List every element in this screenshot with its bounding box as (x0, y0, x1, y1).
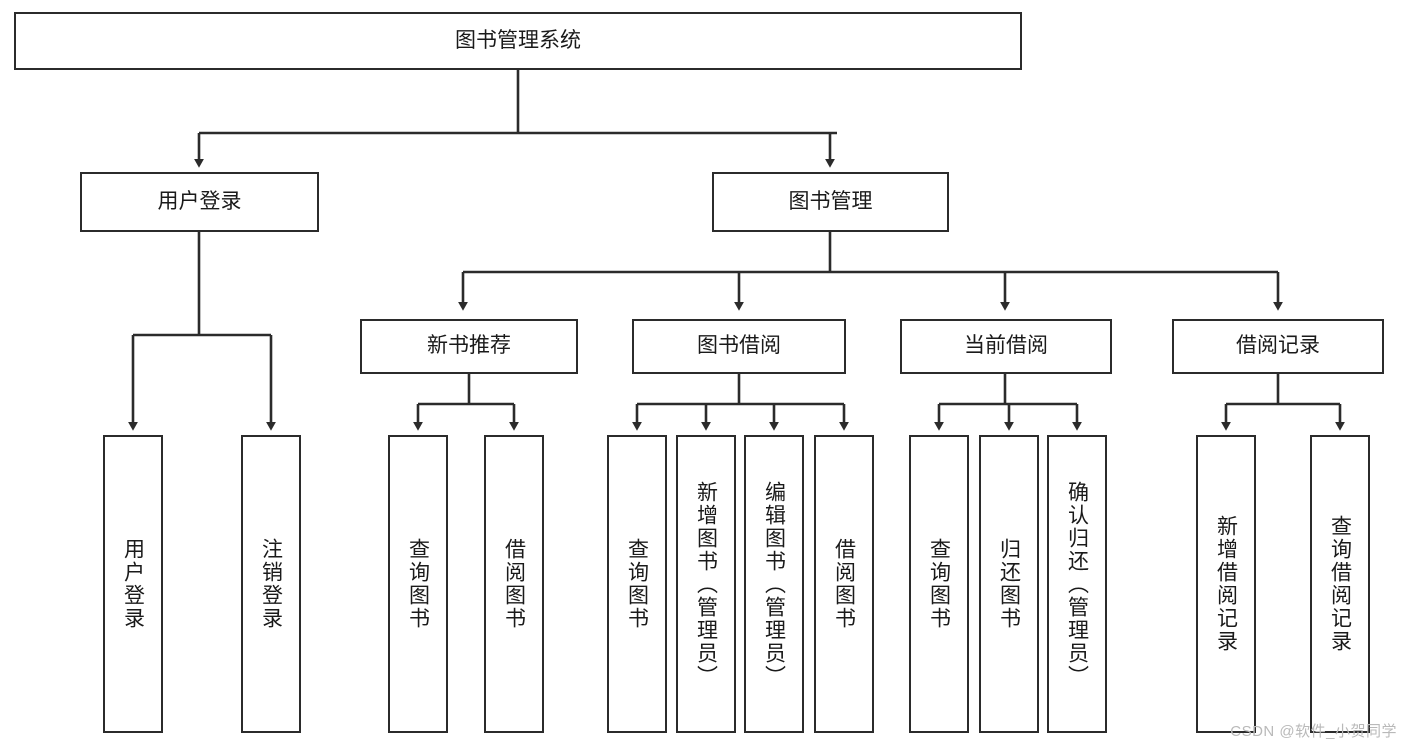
node-user-login[interactable]: 用户登录 (80, 172, 319, 232)
node-label: 查询借阅记录 (1328, 515, 1352, 653)
node-current-borrow[interactable]: 当前借阅 (900, 319, 1112, 374)
node-label: 图书借阅 (697, 334, 781, 358)
leaf-user-login[interactable]: 用户登录 (103, 435, 163, 733)
leaf-query-book-2[interactable]: 查询图书 (607, 435, 667, 733)
node-label: 新增图书（管理员） (694, 480, 718, 688)
node-label: 查询图书 (406, 538, 430, 630)
node-label: 图书管理系统 (455, 28, 581, 52)
node-borrow-record[interactable]: 借阅记录 (1172, 319, 1384, 374)
leaf-logout-login[interactable]: 注销登录 (241, 435, 301, 733)
leaf-edit-book[interactable]: 编辑图书（管理员） (744, 435, 804, 733)
node-label: 查询图书 (625, 538, 649, 630)
node-book-borrow[interactable]: 图书借阅 (632, 319, 846, 374)
leaf-borrow-book-1[interactable]: 借阅图书 (484, 435, 544, 733)
node-new-book-recommend[interactable]: 新书推荐 (360, 319, 578, 374)
leaf-add-borrow-record[interactable]: 新增借阅记录 (1196, 435, 1256, 733)
node-label: 借阅图书 (832, 538, 856, 630)
node-label: 注销登录 (259, 538, 283, 630)
node-label: 用户登录 (157, 189, 242, 213)
node-label: 编辑图书（管理员） (762, 480, 786, 688)
leaf-query-borrow-record[interactable]: 查询借阅记录 (1310, 435, 1370, 733)
node-label: 借阅记录 (1236, 334, 1320, 358)
node-book-management[interactable]: 图书管理 (712, 172, 949, 232)
node-label: 新书推荐 (427, 334, 511, 358)
node-label: 归还图书 (997, 538, 1021, 630)
node-label: 当前借阅 (964, 334, 1048, 358)
node-label: 确认归还（管理员） (1065, 480, 1089, 688)
node-label: 查询图书 (927, 538, 951, 630)
node-label: 借阅图书 (502, 538, 526, 630)
leaf-query-book-3[interactable]: 查询图书 (909, 435, 969, 733)
node-label: 新增借阅记录 (1214, 515, 1238, 653)
leaf-add-book[interactable]: 新增图书（管理员） (676, 435, 736, 733)
node-label: 用户登录 (121, 538, 145, 630)
leaf-query-book-1[interactable]: 查询图书 (388, 435, 448, 733)
csdn-watermark: CSDN @软件_小贺同学 (1230, 723, 1397, 740)
node-label: 图书管理 (788, 189, 873, 213)
leaf-return-book[interactable]: 归还图书 (979, 435, 1039, 733)
leaf-borrow-book-2[interactable]: 借阅图书 (814, 435, 874, 733)
leaf-confirm-return[interactable]: 确认归还（管理员） (1047, 435, 1107, 733)
node-book-management-system[interactable]: 图书管理系统 (14, 12, 1022, 70)
